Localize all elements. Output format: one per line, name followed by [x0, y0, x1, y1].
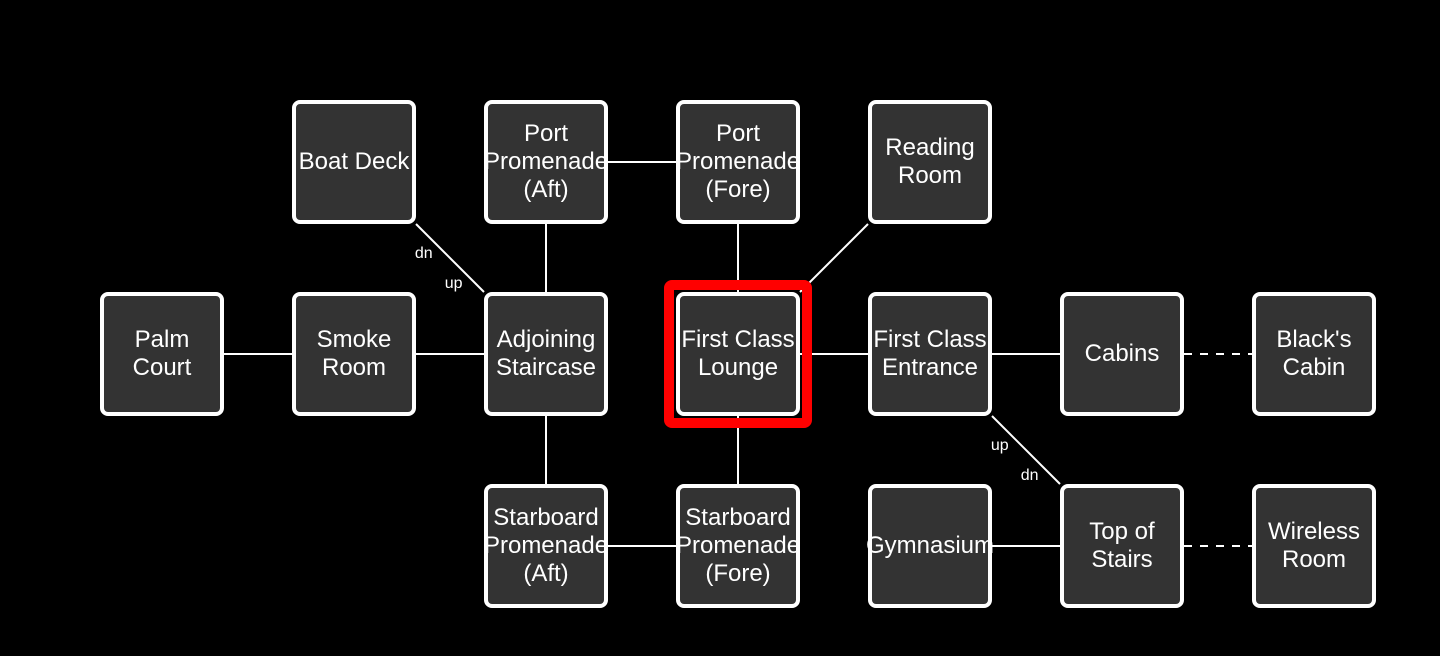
room-palm-court[interactable]: Palm Court [100, 292, 224, 416]
room-port-promenade-fore[interactable]: Port Promenade (Fore) [676, 100, 800, 224]
room-label: Port Promenade (Fore) [675, 120, 801, 203]
room-label: Cabins [1084, 340, 1160, 367]
room-label: Starboard Promenade (Fore) [675, 504, 801, 587]
link-label-up: up [990, 437, 1009, 455]
room-label: Boat Deck [298, 148, 410, 175]
room-label: Palm Court [132, 326, 192, 381]
room-cabins[interactable]: Cabins [1060, 292, 1184, 416]
room-label: Smoke Room [316, 326, 392, 381]
room-label: Gymnasium [865, 532, 995, 559]
link-label-up: up [444, 275, 463, 293]
room-label: Top of Stairs [1089, 518, 1155, 573]
room-reading-room[interactable]: Reading Room [868, 100, 992, 224]
room-label: Black's Cabin [1276, 326, 1352, 381]
room-label: Starboard Promenade (Aft) [483, 504, 609, 587]
room-boat-deck[interactable]: Boat Deck [292, 100, 416, 224]
link-label-dn: dn [414, 245, 433, 263]
room-label: Adjoining Staircase [495, 326, 597, 381]
room-starboard-promenade-fore[interactable]: Starboard Promenade (Fore) [676, 484, 800, 608]
room-wireless-room[interactable]: Wireless Room [1252, 484, 1376, 608]
room-blacks-cabin[interactable]: Black's Cabin [1252, 292, 1376, 416]
link-boat-deck-to-adjoining-staircase [415, 223, 485, 293]
link-label-dn: dn [1020, 467, 1039, 485]
room-label: First Class Entrance [873, 326, 987, 381]
room-smoke-room[interactable]: Smoke Room [292, 292, 416, 416]
room-label: Reading Room [885, 134, 975, 189]
room-label: Port Promenade (Aft) [483, 120, 609, 203]
link-reading-room-to-first-class-lounge [799, 223, 869, 293]
room-first-class-lounge[interactable]: First Class Lounge [676, 292, 800, 416]
room-gymnasium[interactable]: Gymnasium [865, 484, 995, 608]
room-starboard-promenade-aft[interactable]: Starboard Promenade (Aft) [484, 484, 608, 608]
room-port-promenade-aft[interactable]: Port Promenade (Aft) [484, 100, 608, 224]
room-label: First Class Lounge [681, 326, 795, 381]
room-adjoining-staircase[interactable]: Adjoining Staircase [484, 292, 608, 416]
room-first-class-entrance[interactable]: First Class Entrance [868, 292, 992, 416]
room-label: Wireless Room [1267, 518, 1360, 573]
link-first-class-entrance-to-top-of-stairs [991, 415, 1061, 485]
room-top-of-stairs[interactable]: Top of Stairs [1060, 484, 1184, 608]
